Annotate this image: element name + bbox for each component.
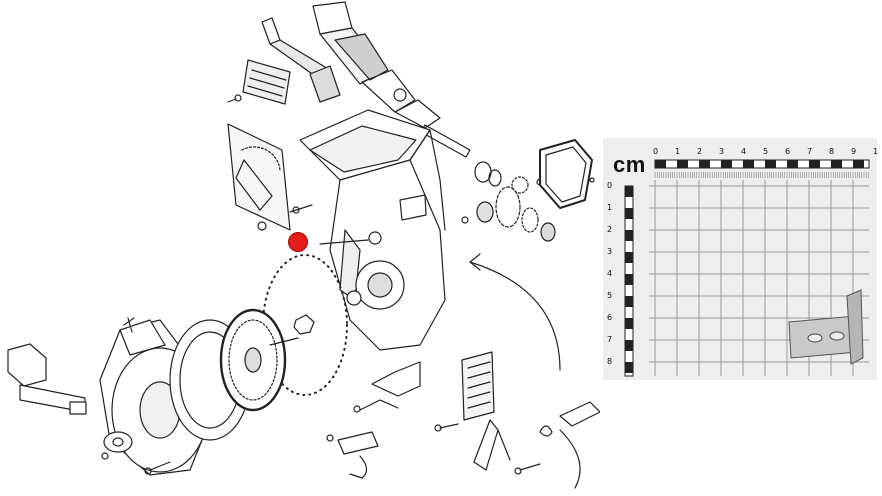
x-tick-label: 2	[697, 147, 703, 156]
gear-cover-gasket	[539, 139, 595, 209]
y-tick-label: 4	[607, 269, 613, 278]
spreader-disc	[262, 254, 348, 396]
y-ruler-segment	[625, 186, 633, 197]
x-ruler-segment	[677, 160, 688, 168]
y-ruler-segment	[625, 252, 633, 263]
y-tick-label: 3	[607, 247, 613, 256]
x-ruler-segment	[743, 160, 754, 168]
y-ruler-segment	[625, 296, 633, 307]
y-ruler-segment	[625, 208, 633, 219]
deflector-plate	[353, 361, 421, 413]
y-ruler-segment	[625, 274, 633, 285]
highlight-marker[interactable]	[288, 232, 308, 252]
x-tick-label: 9	[851, 147, 857, 156]
x-tick-label: 6	[785, 147, 791, 156]
x-tick-label: 8	[829, 147, 835, 156]
x-ruler-segment	[655, 160, 666, 168]
y-tick-label: 7	[607, 335, 613, 344]
control-lever	[514, 401, 600, 489]
adjustment-cover-plate	[227, 123, 313, 231]
y-tick-label: 1	[607, 203, 613, 212]
x-ruler-segment	[809, 160, 820, 168]
impeller-housing	[99, 308, 299, 476]
x-ruler-segment	[765, 160, 776, 168]
y-ruler-segment	[625, 230, 633, 241]
part-photo-with-cm-grid: cm 0 1 2 3 4 5 6 7 8 9 1 0 1 2 3 4 5 6 7 8	[603, 138, 877, 380]
y-tick-label: 8	[607, 357, 613, 366]
unit-label: cm	[613, 152, 646, 177]
main-housing	[299, 109, 446, 351]
x-ruler-segment	[721, 160, 732, 168]
support-leg	[434, 419, 511, 471]
x-tick-label: 1	[675, 147, 681, 156]
x-tick-label: 1	[873, 147, 877, 156]
x-tick-label: 7	[807, 147, 813, 156]
gear-assembly	[461, 161, 556, 242]
x-ruler-segment	[831, 160, 842, 168]
x-tick-label: 3	[719, 147, 725, 156]
y-ruler-segment	[625, 340, 633, 351]
x-tick-label: 5	[763, 147, 769, 156]
x-ruler-segment	[853, 160, 864, 168]
x-ruler-segment	[699, 160, 710, 168]
y-tick-label: 6	[607, 313, 613, 322]
metal-bracket-part	[788, 289, 864, 365]
small-grate	[227, 59, 291, 105]
assembly-arrow	[469, 253, 561, 371]
y-tick-label: 5	[607, 291, 613, 300]
x-ruler-segment	[787, 160, 798, 168]
x-tick-label: 4	[741, 147, 747, 156]
telescopic-handle	[261, 17, 341, 103]
lower-fittings	[101, 431, 171, 475]
y-tick-label: 2	[607, 225, 613, 234]
y-ruler-segment	[625, 362, 633, 373]
x-tick-label: 0	[653, 147, 659, 156]
mounting-bracket	[7, 343, 87, 415]
exploded-parts-diagram	[7, 1, 600, 489]
vent-grille	[461, 351, 495, 421]
lower-clip-parts	[326, 431, 379, 479]
drive-shaft	[312, 1, 471, 158]
y-ruler-segment	[625, 318, 633, 329]
y-tick-label: 0	[607, 181, 613, 190]
